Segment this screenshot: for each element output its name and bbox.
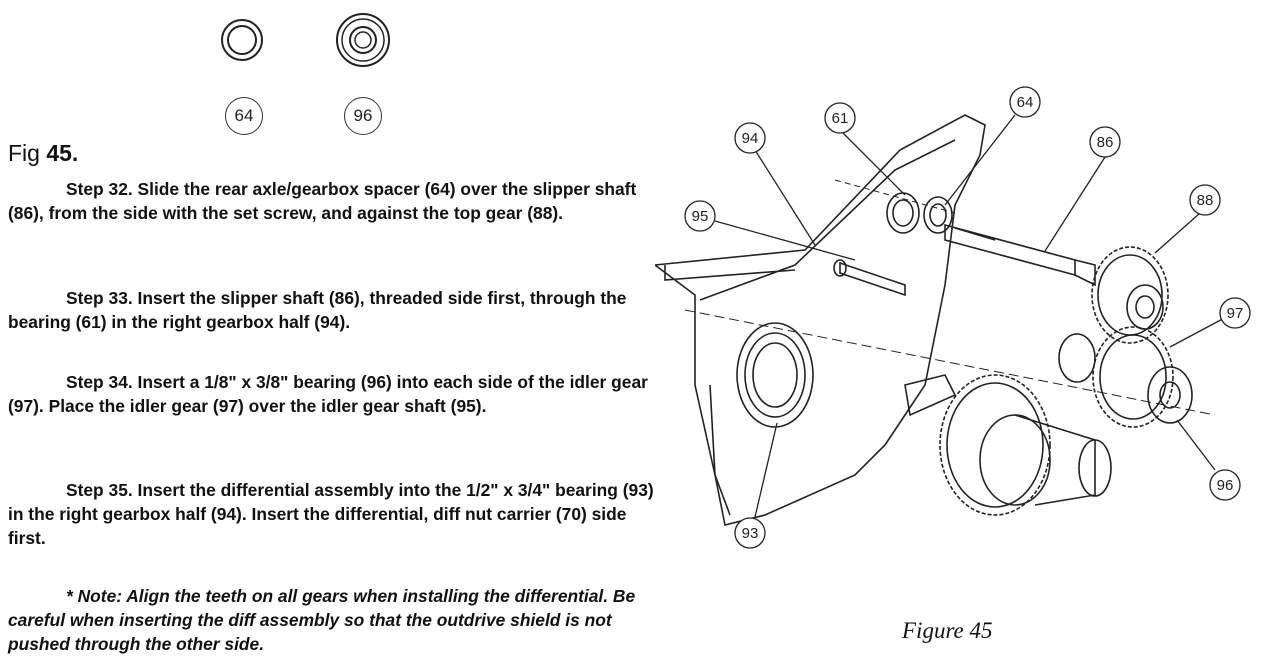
part-label-96: 96: [344, 97, 382, 135]
callout-97: 97: [1227, 305, 1244, 322]
step-32-text: Step 32. Slide the rear axle/gearbox spa…: [8, 179, 637, 223]
step-34-paragraph: Step 34. Insert a 1/8" x 3/8" bearing (9…: [8, 370, 658, 418]
callout-95: 95: [692, 208, 709, 225]
step-35-text: Step 35. Insert the differential assembl…: [8, 480, 654, 548]
bearing-part-illustration: [336, 13, 390, 67]
callout-96: 96: [1217, 477, 1234, 494]
figure-heading-number: 45.: [46, 140, 79, 166]
step-33-paragraph: Step 33. Insert the slipper shaft (86), …: [8, 286, 658, 334]
gearbox-exploded-diagram: 94 61 64 86 88 95 97 96 93: [655, 86, 1251, 549]
callout-64: 64: [1017, 94, 1034, 111]
note-paragraph: * Note: Align the teeth on all gears whe…: [8, 584, 658, 656]
figure-heading-prefix: Fig: [8, 140, 40, 166]
callout-93: 93: [742, 525, 759, 542]
spacer-part-illustration: [221, 19, 263, 61]
note-text: * Note: Align the teeth on all gears whe…: [8, 586, 636, 654]
callout-88: 88: [1197, 192, 1214, 209]
step-32-paragraph: Step 32. Slide the rear axle/gearbox spa…: [8, 177, 658, 225]
figure-caption: Figure 45: [902, 618, 993, 643]
step-33-text: Step 33. Insert the slipper shaft (86), …: [8, 288, 627, 332]
figure-heading: Fig 45.: [8, 140, 78, 167]
step-34-text: Step 34. Insert a 1/8" x 3/8" bearing (9…: [8, 372, 648, 416]
callout-86: 86: [1097, 134, 1114, 151]
callout-61: 61: [832, 110, 849, 127]
callout-94: 94: [742, 130, 759, 147]
step-35-paragraph: Step 35. Insert the differential assembl…: [8, 478, 658, 550]
part-label-64: 64: [225, 97, 263, 135]
